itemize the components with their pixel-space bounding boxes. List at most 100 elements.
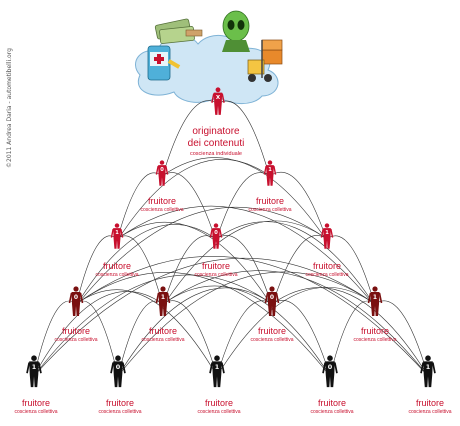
receiver-figure: 0 (155, 160, 169, 186)
figure-arms (264, 292, 280, 304)
figure-body (423, 361, 433, 388)
receiver-sublabel: coscienza collettiva (408, 409, 451, 415)
receiver-figure: 1 (263, 160, 277, 186)
figure-arms (322, 362, 338, 374)
receiver-label: fruitore (149, 326, 177, 336)
figure-badge: 0 (160, 167, 164, 173)
connection-arc (117, 271, 376, 377)
receiver-figure: 1 (26, 355, 42, 388)
figure-head (267, 160, 273, 165)
figure-body (325, 361, 335, 388)
receiver-label: fruitore (103, 261, 131, 271)
figure-arms (209, 362, 225, 374)
figure-head (425, 355, 431, 362)
receiver-label: fruitore (258, 326, 286, 336)
receiver-figure: 0 (264, 286, 280, 316)
figure-body (370, 292, 380, 316)
figure-head (114, 223, 120, 228)
figure-head (31, 355, 37, 362)
figure-arms (68, 292, 84, 304)
receiver-figure: 1 (209, 355, 225, 388)
figure-head (159, 160, 165, 165)
figure-arms (26, 362, 42, 374)
receiver-figure: 1 (420, 355, 436, 388)
figure-badge: 1 (32, 363, 37, 371)
receiver-label: fruitore (22, 398, 50, 408)
receiver-sublabel: coscienza collettiva (353, 337, 396, 343)
receiver-sublabel: coscienza collettiva (248, 207, 291, 213)
figure-arms (263, 165, 277, 175)
connection-arc (116, 205, 376, 307)
figure-badge: 1 (268, 167, 272, 173)
receiver-label: fruitore (256, 196, 284, 206)
alien-icon (222, 10, 250, 52)
figure-badge: 1 (115, 230, 119, 236)
figure-head (327, 355, 333, 362)
receiver-sublabel: coscienza collettiva (197, 409, 240, 415)
figure-arms (155, 165, 169, 175)
connection-arc (117, 287, 273, 377)
figure-badge: 0 (270, 294, 274, 301)
connection-arc (75, 272, 331, 377)
connection-arc (116, 222, 273, 307)
figure-badge: X (216, 95, 221, 101)
connection-arc (215, 221, 376, 307)
receiver-label: fruitore (361, 326, 389, 336)
figure-arms (420, 362, 436, 374)
connection-arc (75, 207, 328, 307)
connection-arc (216, 287, 376, 377)
connection-arc (162, 220, 328, 307)
connection-arc (162, 285, 331, 377)
figure-body (212, 361, 222, 388)
figure-arms (209, 228, 223, 238)
originator-subtitle: coscienza individuale (190, 151, 242, 157)
figure-body (267, 292, 277, 316)
figure-body (213, 92, 223, 115)
figure-body (212, 228, 220, 249)
figure-badge: 1 (325, 230, 329, 236)
money-icon (154, 18, 203, 44)
receiver-label: fruitore (416, 398, 444, 408)
connection-arc (329, 300, 376, 377)
figure-badge: 1 (215, 363, 220, 371)
receiver-figure: 0 (110, 355, 126, 388)
figure-head (215, 87, 221, 93)
figure-arms (110, 362, 126, 374)
connection-arc (271, 287, 429, 377)
receiver-sublabel: coscienza collettiva (250, 337, 293, 343)
receiver-label: fruitore (318, 398, 346, 408)
figure-body (158, 292, 168, 316)
figure-body (71, 292, 81, 316)
credit-text: ©2011 Andrea Daria - autometibelli.org (6, 48, 13, 168)
figure-head (160, 286, 166, 292)
receiver-sublabel: coscienza collettiva (305, 272, 348, 278)
receiver-figure: 0 (209, 223, 223, 249)
receiver-sublabel: coscienza collettiva (95, 272, 138, 278)
figure-head (372, 286, 378, 292)
figure-body (266, 165, 274, 186)
figure-badge: 0 (116, 363, 121, 371)
connection-arc (161, 157, 328, 242)
receiver-label: fruitore (106, 398, 134, 408)
receiver-figure: 1 (320, 223, 334, 249)
connection-arc (33, 257, 376, 377)
connection-arc (75, 289, 218, 377)
figure-head (269, 286, 275, 292)
connection-arc (33, 291, 164, 377)
figure-badge: 0 (214, 230, 218, 236)
figure-body (323, 228, 331, 249)
connection-arc (75, 224, 217, 307)
originator-title-line2: dei contenuti (188, 138, 245, 149)
figure-arms (211, 93, 225, 103)
figure-body (158, 165, 166, 186)
figure-badge: 1 (161, 294, 165, 301)
figure-arms (367, 292, 383, 304)
figure-badge: 1 (373, 294, 377, 301)
medicine-icon (147, 45, 181, 81)
connection-arc (75, 235, 118, 307)
receiver-sublabel: coscienza collettiva (98, 409, 141, 415)
forklift-icon (247, 39, 283, 82)
figure-arms (155, 292, 171, 304)
